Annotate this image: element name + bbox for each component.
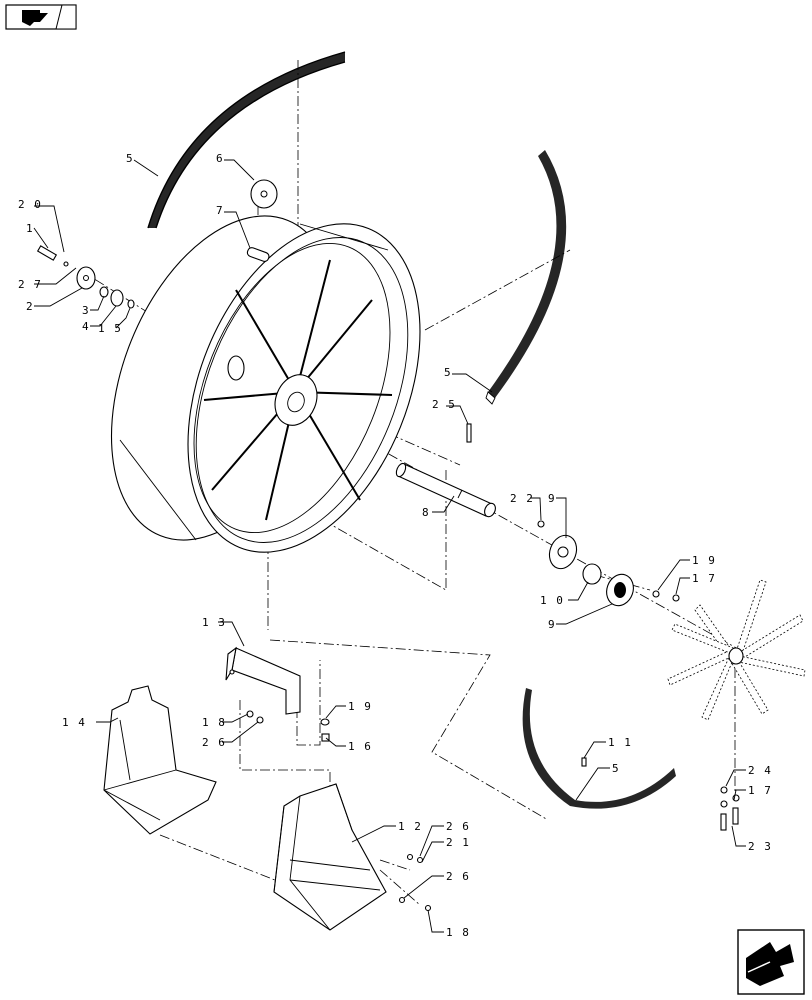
- callout-1: 1: [26, 222, 34, 235]
- small-hardware-bottom: [398, 853, 432, 912]
- callout-8: 8: [422, 506, 430, 519]
- part-8-shaft: [395, 462, 496, 518]
- previous-page-icon[interactable]: [5, 4, 77, 30]
- rim-segment-bottom: [522, 688, 676, 809]
- callout-19-right: 1 9: [692, 554, 716, 567]
- part-13-bracket: [225, 646, 301, 715]
- callout-27: 2 7: [18, 278, 42, 291]
- callout-2: 2: [26, 300, 34, 313]
- spider-star: [667, 579, 806, 721]
- part-14-shield: [103, 685, 217, 835]
- callout-16: 1 6: [348, 740, 372, 753]
- bolt-stack-right: [720, 786, 740, 831]
- callout-15: 1 5: [98, 322, 122, 335]
- small-hardware-mid: [246, 710, 330, 742]
- callout-24: 2 4: [748, 764, 772, 777]
- callout-22: 2 2: [510, 492, 534, 505]
- callout-4: 4: [82, 320, 90, 333]
- callout-18-mid: 1 8: [202, 716, 226, 729]
- wheel-drum: [110, 215, 421, 553]
- callout-13: 1 3: [202, 616, 226, 629]
- callout-11: 1 1: [608, 736, 632, 749]
- part-11-clip: [581, 757, 587, 767]
- callout-19-mid: 1 9: [348, 700, 372, 713]
- part-12-stand: [273, 783, 387, 931]
- leader-lines: [33, 159, 746, 933]
- part-7-link: [246, 247, 270, 262]
- callout-25: 2 5: [432, 398, 456, 411]
- callout-23: 2 3: [748, 840, 772, 853]
- axle-bolt-stack: [36, 245, 135, 309]
- callout-7: 7: [216, 204, 224, 217]
- callout-5-bottom: 5: [612, 762, 620, 775]
- callout-3: 3: [82, 304, 90, 317]
- part-6-plate: [250, 179, 278, 209]
- callout-10: 1 0: [540, 594, 564, 607]
- callout-21: 2 1: [446, 836, 470, 849]
- callout-17-bottom: 1 7: [748, 784, 772, 797]
- bearing-assembly: [537, 520, 680, 607]
- rim-segment-right: [485, 150, 567, 405]
- callout-17-right: 1 7: [692, 572, 716, 585]
- next-page-icon[interactable]: [737, 929, 805, 995]
- callout-5-right: 5: [444, 366, 452, 379]
- callout-26-mid: 2 6: [202, 736, 226, 749]
- callout-14: 1 4: [62, 716, 86, 729]
- callout-9-top: 9: [548, 492, 556, 505]
- callout-labels: 5 6 7 2 0 1 2 7 2 3 4 1 5 5 2 5 2 2 9 8 …: [18, 152, 772, 939]
- callout-5-top: 5: [126, 152, 134, 165]
- callout-20: 2 0: [18, 198, 42, 211]
- part-25-screw: [466, 423, 472, 443]
- callout-26-b: 2 6: [446, 870, 470, 883]
- callout-12: 1 2: [398, 820, 422, 833]
- callout-26-a: 2 6: [446, 820, 470, 833]
- rim-segment-top: [147, 51, 346, 229]
- callout-6: 6: [216, 152, 224, 165]
- callout-9-bottom: 9: [548, 618, 556, 631]
- callout-18-bottom: 1 8: [446, 926, 470, 939]
